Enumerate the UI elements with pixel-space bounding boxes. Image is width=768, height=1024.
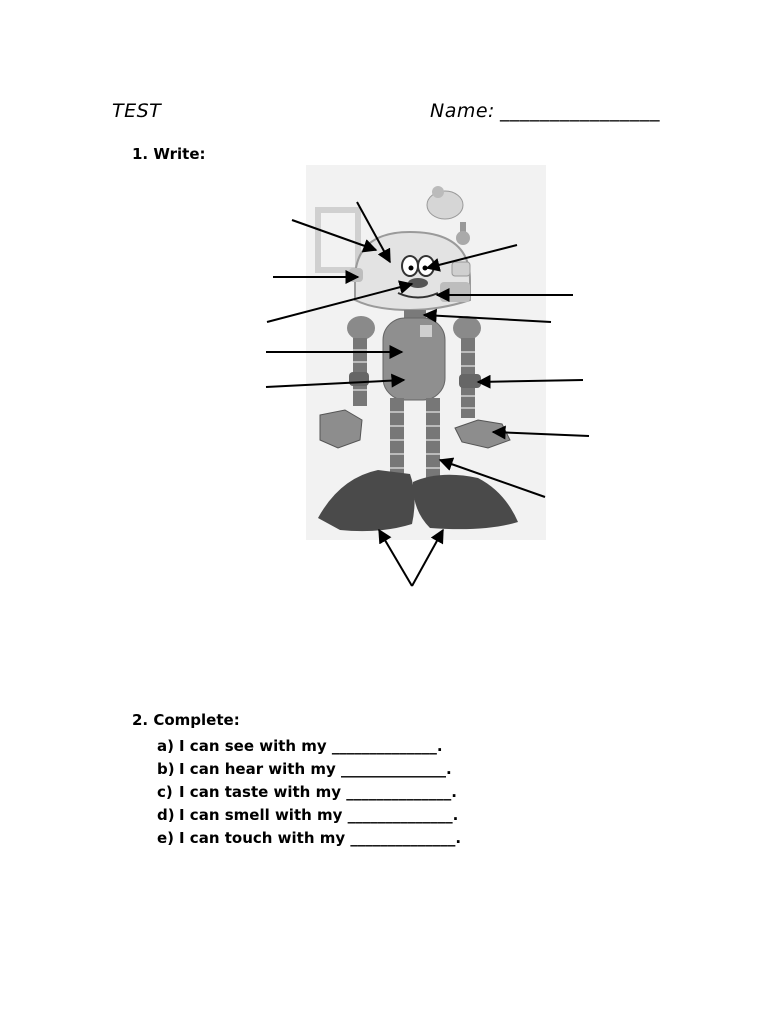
arrow-tummy (265, 373, 406, 388)
item-letter: a) (157, 737, 174, 755)
arrow-hand (491, 425, 590, 440)
arrow-arm (476, 374, 584, 389)
robot-leg-right (426, 398, 440, 480)
arrow-face (356, 201, 391, 264)
robot-arm-left (319, 316, 375, 449)
arrow-head (291, 219, 378, 253)
label-arrows (265, 201, 590, 587)
item-text[interactable]: I can taste with my ______________. (179, 783, 457, 801)
list-item: c) I can taste with my ______________. (157, 781, 461, 804)
robot-body (382, 317, 446, 401)
background-shape (315, 207, 361, 273)
arrow-foot-right (411, 528, 444, 587)
list-item: e)I can touch with my ______________. (157, 827, 461, 850)
list-item: b)I can hear with my ______________. (157, 758, 461, 781)
item-text[interactable]: I can touch with my ______________. (179, 829, 462, 847)
item-text[interactable]: I can see with my ______________. (179, 737, 443, 755)
name-blank[interactable]: ________________ (500, 100, 660, 122)
name-label: Name: (430, 100, 495, 122)
robot-foot-left (318, 470, 415, 532)
complete-items-list: a)I can see with my ______________. b)I … (157, 735, 461, 850)
robot-mouth (397, 292, 439, 299)
item-letter: d) (157, 806, 175, 824)
item-text[interactable]: I can hear with my ______________. (179, 760, 452, 778)
robot-nose (408, 278, 428, 288)
section-write-heading: 1. Write: (132, 145, 206, 163)
test-title: TEST (112, 100, 162, 122)
arrow-eye (425, 244, 518, 272)
arrow-leg (438, 457, 546, 498)
item-text[interactable]: I can smell with my ______________. (179, 806, 459, 824)
robot-antenna (426, 186, 470, 245)
section-complete-heading: 2. Complete: (132, 711, 240, 729)
list-item: a) I can see with my ______________. (157, 735, 461, 758)
arrow-nose (266, 280, 414, 323)
list-item: d)I can smell with my ______________. (157, 804, 461, 827)
arrow-neck (422, 308, 552, 323)
item-letter: b) (157, 760, 175, 778)
robot-leg-left (390, 398, 404, 478)
item-letter: c) (157, 783, 173, 801)
item-letter: e) (157, 829, 175, 847)
arrow-foot-left (378, 528, 413, 587)
robot-foot-right (412, 474, 518, 530)
